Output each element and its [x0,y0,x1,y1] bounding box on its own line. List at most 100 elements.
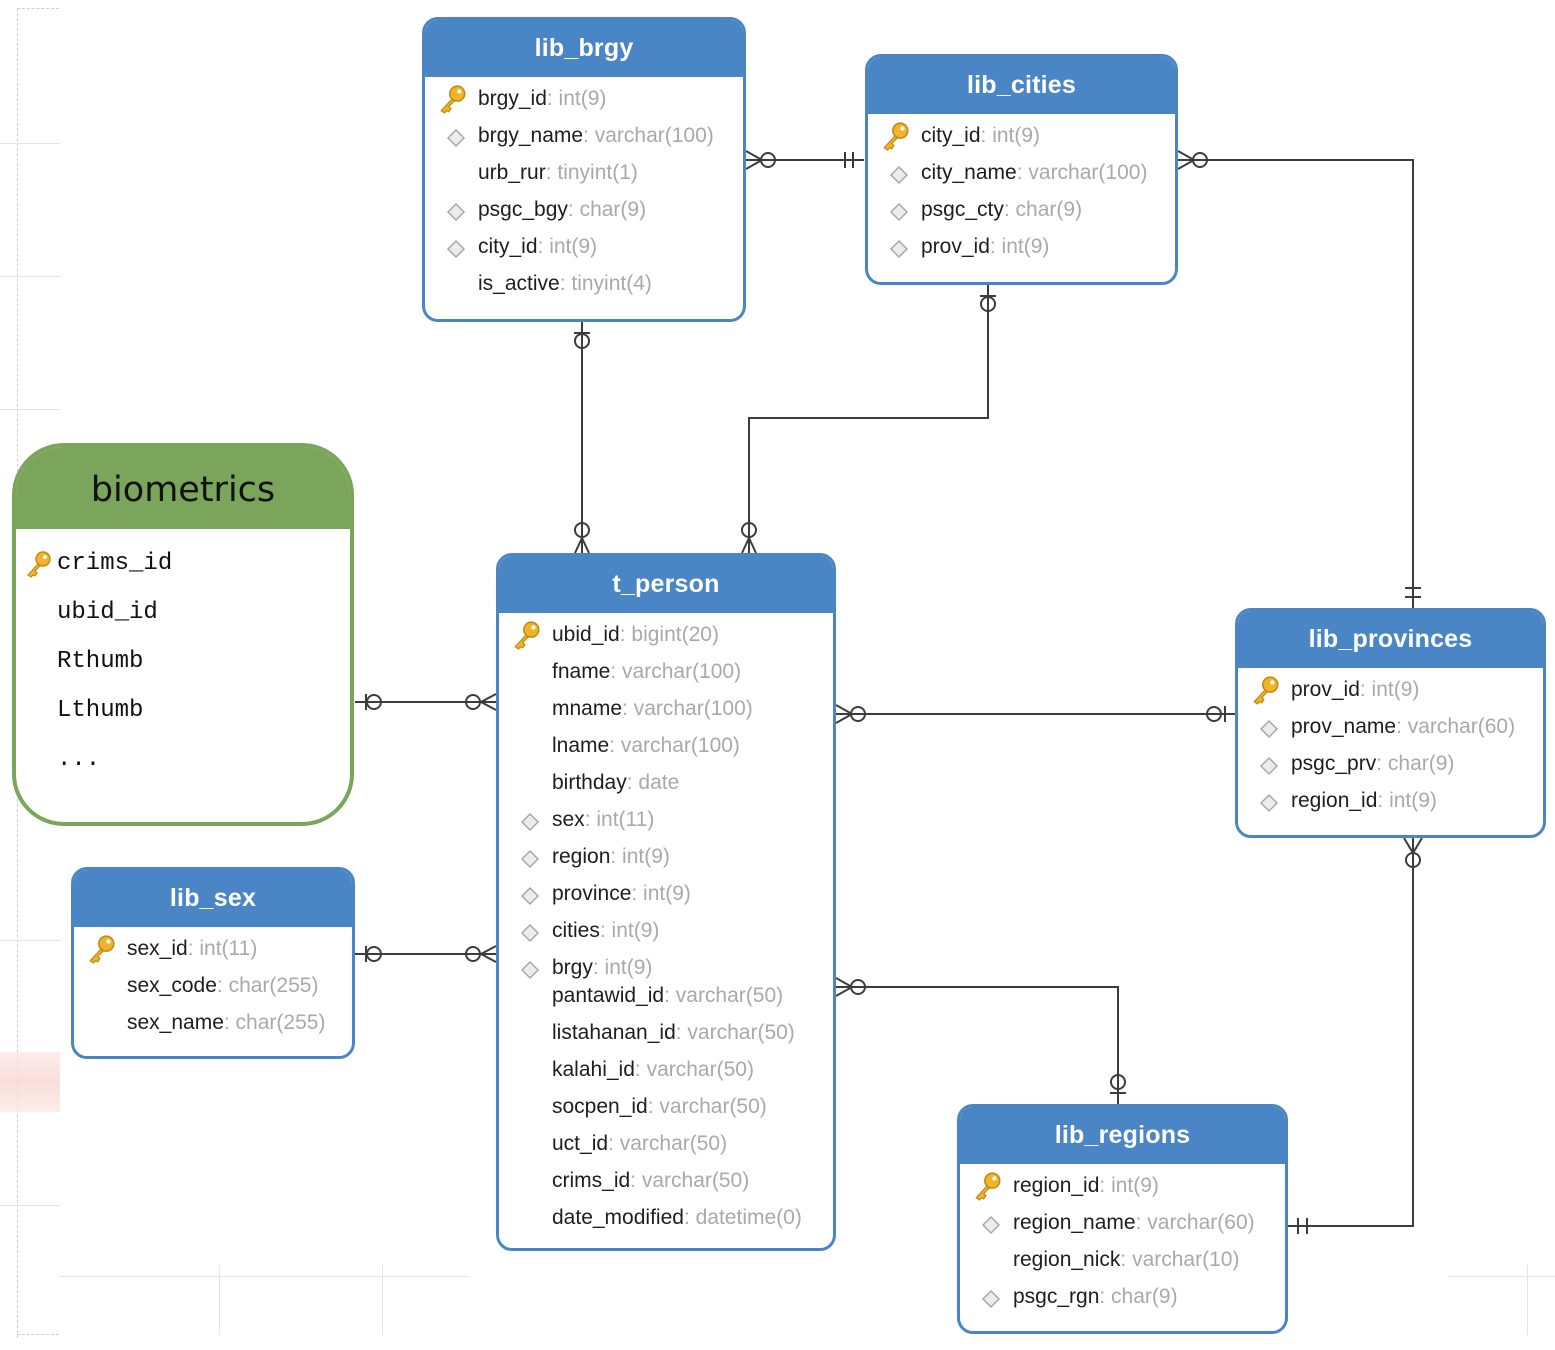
table-title: lib_brgy [425,20,743,77]
table-row[interactable]: psgc_bgy: char(9) [425,191,743,228]
biometrics-field[interactable]: Rthumb [16,637,350,686]
field-label: psgc_bgy: char(9) [478,191,646,228]
table-row[interactable]: province: int(9) [499,875,833,912]
field-label: region_nick: varchar(10) [1013,1241,1239,1278]
blank-icon [972,1241,1006,1278]
biometrics-table[interactable]: biometrics crims_id ubid_id Rthumb Lthum… [12,443,354,826]
blank-icon [511,1125,545,1162]
field-type: : varchar(60) [1396,715,1516,738]
primary-key-icon [880,117,914,154]
biometrics-field[interactable]: crims_id [16,539,350,588]
field-label: psgc_prv: char(9) [1291,745,1454,782]
table-row[interactable]: prov_id: int(9) [1238,671,1543,708]
table-row[interactable]: date_modified: datetime(0) [499,1199,833,1236]
biometrics-fields: crims_id ubid_id Rthumb Lthumb ... [16,529,350,784]
table-row[interactable]: sex_id: int(11) [74,930,352,967]
field-name: cities [552,919,600,942]
field-name: listahanan_id [552,1021,676,1044]
table-row[interactable]: pantawid_id: varchar(50) [499,977,833,1014]
page-edge-top [17,8,59,9]
table-lib-sex[interactable]: lib_sex sex_id: int(11)sex_code: char(25… [71,867,355,1059]
table-fields: city_id: int(9)city_name: varchar(100)ps… [868,114,1175,265]
table-row[interactable]: region: int(9) [499,838,833,875]
field-name: is_active [478,272,560,295]
table-row[interactable]: prov_id: int(9) [868,228,1175,265]
blank-icon [511,653,545,690]
table-lib-brgy[interactable]: lib_brgy brgy_id: int(9)brgy_name: varch… [422,17,746,322]
table-row[interactable]: urb_rur: tinyint(1) [425,154,743,191]
primary-key-icon [86,930,120,967]
zero-marker [1192,152,1208,168]
table-row[interactable]: birthday: date [499,764,833,801]
field-label: sex_id: int(11) [127,930,257,967]
table-row[interactable]: sex_code: char(255) [74,967,352,1004]
table-t-person[interactable]: t_person ubid_id: bigint(20)fname: varch… [496,553,836,1251]
table-lib-cities[interactable]: lib_cities city_id: int(9)city_name: var… [865,54,1178,285]
field-type: : varchar(50) [634,1058,754,1081]
field-name: socpen_id [552,1095,648,1118]
table-row[interactable]: region_id: int(9) [1238,782,1543,819]
crowfoot-many-marker [574,535,590,554]
primary-key-icon [437,80,471,117]
table-row[interactable]: uct_id: varchar(50) [499,1125,833,1162]
zero-marker [1206,706,1222,722]
table-row[interactable]: brgy_name: varchar(100) [425,117,743,154]
primary-key-icon [511,616,545,653]
field-name: birthday [552,771,627,794]
blank-icon [511,690,545,727]
zero-marker [760,152,776,168]
field-type: : tinyint(4) [559,272,652,295]
biometrics-field[interactable]: ubid_id [16,588,350,637]
field-label: region_name: varchar(60) [1013,1204,1255,1241]
field-name: city_id [921,124,981,147]
field-name: region_id [1291,789,1378,812]
table-row[interactable]: listahanan_id: varchar(50) [499,1014,833,1051]
blank-icon [86,1004,120,1041]
table-row[interactable]: city_id: int(9) [425,228,743,265]
table-row[interactable]: brgy_id: int(9) [425,80,743,117]
table-row[interactable]: prov_name: varchar(60) [1238,708,1543,745]
table-lib-regions[interactable]: lib_regions region_id: int(9)region_name… [957,1104,1288,1334]
table-row[interactable]: city_id: int(9) [868,117,1175,154]
field-label: city_name: varchar(100) [921,154,1147,191]
field-name: brgy [552,956,593,979]
blank-icon [437,265,471,302]
table-row[interactable]: fname: varchar(100) [499,653,833,690]
table-row[interactable]: psgc_rgn: char(9) [960,1278,1285,1315]
field-label: city_id: int(9) [921,117,1040,154]
table-row[interactable]: mname: varchar(100) [499,690,833,727]
table-row[interactable]: kalahi_id: varchar(50) [499,1051,833,1088]
table-row[interactable]: psgc_prv: char(9) [1238,745,1543,782]
table-row[interactable]: socpen_id: varchar(50) [499,1088,833,1125]
table-row[interactable]: sex_name: char(255) [74,1004,352,1041]
background-smudge [0,1052,60,1112]
field-name: urb_rur [478,161,546,184]
table-row[interactable]: region_id: int(9) [960,1167,1285,1204]
field-type: : int(9) [599,919,660,942]
table-row[interactable]: brgy: int(9) [499,949,833,980]
field-type: : varchar(100) [609,734,740,757]
grid-line [382,1265,383,1335]
table-row[interactable]: is_active: tinyint(4) [425,265,743,302]
table-row[interactable]: cities: int(9) [499,912,833,949]
field-type: : varchar(100) [1016,161,1148,184]
table-row[interactable]: sex: int(11) [499,801,833,838]
table-row[interactable]: ubid_id: bigint(20) [499,616,833,653]
table-row[interactable]: crims_id: varchar(50) [499,1162,833,1199]
biometrics-field[interactable]: Lthumb [16,686,350,735]
foreign-key-diamond-icon [511,838,545,875]
table-row[interactable]: city_name: varchar(100) [868,154,1175,191]
table-row[interactable]: psgc_cty: char(9) [868,191,1175,228]
one-only-marker [844,152,854,168]
table-row[interactable]: lname: varchar(100) [499,727,833,764]
table-lib-provinces[interactable]: lib_provinces prov_id: int(9)prov_name: … [1235,608,1546,838]
biometrics-field[interactable]: ... [16,735,350,784]
field-type: : char(255) [223,1011,326,1034]
table-row[interactable]: region_name: varchar(60) [960,1204,1285,1241]
field-name: brgy_id [478,87,547,110]
table-row[interactable]: region_nick: varchar(10) [960,1241,1285,1278]
field-label: sex_name: char(255) [127,1004,325,1041]
blank-icon [511,764,545,801]
field-type: : int(9) [1377,789,1437,812]
field-type: : varchar(60) [1135,1211,1255,1234]
